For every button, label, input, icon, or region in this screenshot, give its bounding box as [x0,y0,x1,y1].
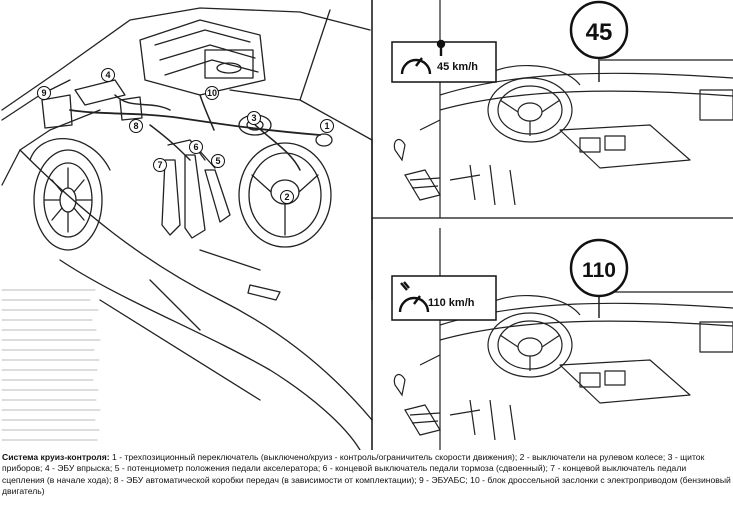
speedometer-icon [398,281,430,313]
callout-2: 2 [280,190,294,204]
svg-text:110: 110 [582,259,616,282]
panel-110: 110 110 km/h [391,228,733,450]
svg-text:1: 1 [324,121,329,131]
speed-display-110: 110 km/h [391,275,497,321]
figure-caption: Система круиз-контроля: 1 - трехпозицион… [2,452,731,510]
caption-title: Система круиз-контроля: [2,452,110,462]
caption-text: 1 - трехпозиционный переключатель (выклю… [2,452,731,497]
svg-text:3: 3 [251,113,256,123]
speed-display-45: 45 km/h [391,39,497,83]
svg-text:2: 2 [284,192,289,202]
callout-1: 1 [320,119,334,133]
svg-text:4: 4 [105,70,110,80]
cruise-control-diagram: 1 2 3 4 5 6 7 8 9 10 [0,0,733,450]
svg-text:9: 9 [41,88,46,98]
callout-6: 6 [189,140,203,154]
svg-text:45 km/h: 45 km/h [437,61,478,73]
speedometer-icon [400,39,446,75]
svg-text:45: 45 [586,19,613,46]
callout-10: 10 [205,86,219,100]
svg-text:5: 5 [215,156,220,166]
car-illustration [1,7,373,450]
callout-markers: 1 2 3 4 5 6 7 8 9 10 [37,68,334,204]
callout-7: 7 [153,158,167,172]
speed-limit-sign-45: 45 [569,0,629,82]
callout-3: 3 [247,111,261,125]
svg-text:7: 7 [157,160,162,170]
callout-9: 9 [37,86,51,100]
panel-45: 45 45 km/h [391,0,733,218]
svg-text:6: 6 [193,142,198,152]
callout-5: 5 [211,154,225,168]
svg-text:10: 10 [207,88,217,98]
svg-text:8: 8 [133,121,138,131]
callout-4: 4 [101,68,115,82]
speed-limit-sign-110: 110 [569,238,629,318]
svg-text:110 km/h: 110 km/h [428,297,475,309]
callout-8: 8 [129,119,143,133]
